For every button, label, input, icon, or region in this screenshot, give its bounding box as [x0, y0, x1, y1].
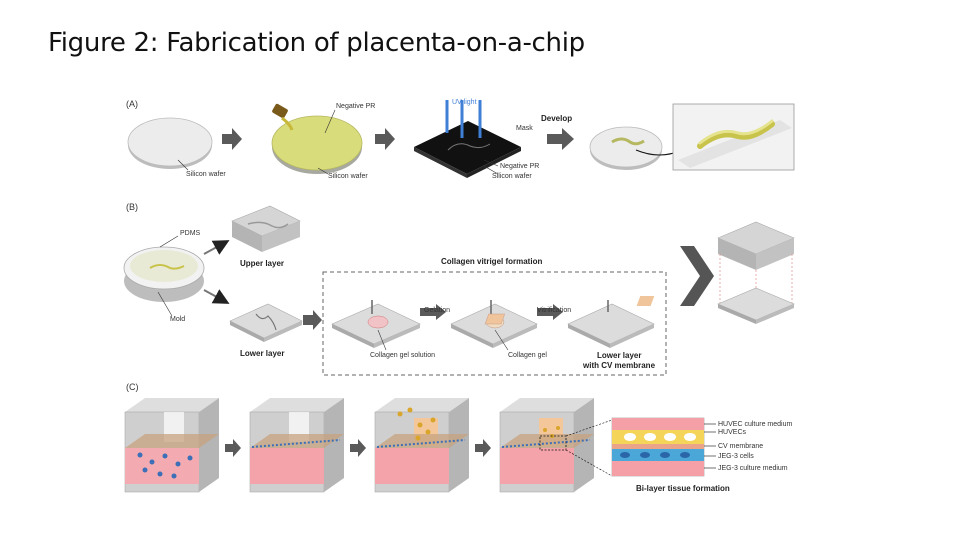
arrow-c2 [350, 439, 366, 457]
label-lower-layer-cv-2: with CV membrane [582, 361, 656, 370]
label-jeg3-cells: JEG-3 cells [718, 453, 754, 460]
arrow-c3 [475, 439, 491, 457]
label-bilayer: Bi-layer tissue formation [636, 484, 730, 493]
cube-step-4 [499, 398, 613, 493]
chip-assembly [636, 221, 795, 324]
plate-collagen-solution [331, 300, 421, 351]
label-develop: Develop [541, 114, 572, 123]
chevron-arrow [680, 246, 714, 306]
tissue-cross-section [611, 417, 716, 477]
label-collagen-title: Collagen vitrigel formation [441, 257, 542, 266]
arrow-b2 [420, 304, 446, 320]
arrow-a1 [222, 128, 242, 150]
panel-c-label: (C) [126, 382, 139, 392]
cube-step-1 [124, 398, 219, 493]
label-silicon-wafer-2: Silicon wafer [328, 173, 368, 180]
label-silicon-wafer-1: Silicon wafer [186, 171, 226, 178]
label-jeg3-medium: JEG-3 culture medium [718, 465, 788, 472]
arrow-b3 [537, 304, 563, 320]
label-collagen-gel: Collagen gel [508, 352, 547, 359]
page-title: Figure 2: Fabrication of placenta-on-a-c… [48, 28, 585, 58]
developed-wafer [589, 126, 684, 170]
label-huvecs: HUVECs [718, 429, 747, 436]
label-vitrification: Vitrification [537, 307, 571, 314]
label-gelation: Gelation [424, 307, 450, 314]
wafer-with-photoresist [271, 103, 363, 175]
panel-b-label: (B) [126, 202, 138, 212]
label-mask: Mask [516, 125, 533, 132]
pdms-dish [123, 235, 205, 317]
lower-layer-plate [229, 303, 303, 342]
silicon-wafer-1 [127, 117, 213, 171]
label-pdms: PDMS [180, 230, 201, 237]
plate-collagen-gel [450, 300, 538, 351]
plate-cv-membrane [484, 300, 655, 348]
zoom-inset [672, 103, 795, 171]
label-negative-pr: Negative PR [336, 103, 375, 110]
label-collagen-gel-solution: Collagen gel solution [370, 352, 435, 359]
label-upper-layer: Upper layer [240, 259, 284, 268]
arrow-to-upper [203, 240, 230, 255]
label-silicon-wafer-3: Silicon wafer [492, 173, 532, 180]
arrow-c1 [225, 439, 241, 457]
cube-step-3 [374, 398, 469, 493]
label-lower-layer-cv-1: Lower layer [597, 351, 641, 360]
cube-step-2 [249, 398, 344, 493]
label-huvec-medium: HUVEC culture medium [718, 421, 792, 428]
upper-layer-block [231, 205, 301, 252]
arrow-a2 [375, 128, 395, 150]
label-negative-pr-2: Negative PR [500, 163, 539, 170]
uv-exposure [414, 100, 521, 178]
arrow-b1 [303, 310, 322, 330]
label-uv-light: UV light [452, 99, 477, 106]
collagen-vitrigel-box [322, 271, 667, 376]
label-lower-layer: Lower layer [240, 349, 284, 358]
panel-a-label: (A) [126, 99, 138, 109]
label-cv-membrane: CV membrane [718, 443, 763, 450]
label-mold: Mold [170, 316, 185, 323]
arrow-to-lower [203, 289, 230, 304]
arrow-a3 [547, 128, 574, 150]
